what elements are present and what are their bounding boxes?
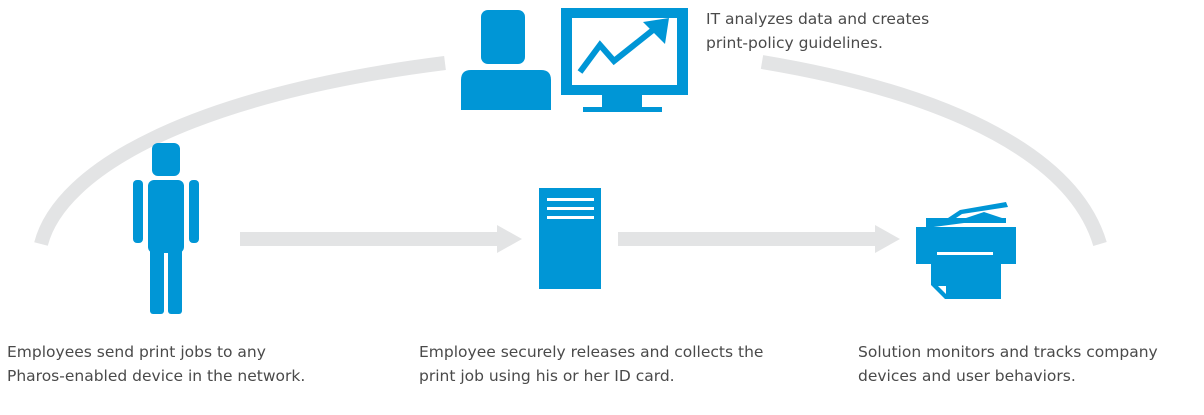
release-caption: Employee securely releases and collects … — [419, 343, 764, 385]
server-icon — [539, 188, 601, 289]
it-caption: IT analyzes data and creates print-polic… — [706, 10, 930, 52]
arrow-to-printer — [618, 225, 900, 253]
feedback-arc-right — [760, 55, 1107, 247]
person-icon — [133, 143, 199, 314]
send-caption: Employees send print jobs to any Pharos-… — [7, 343, 306, 385]
arrow-to-server — [240, 225, 522, 253]
printer-icon — [916, 202, 1016, 299]
monitor-chart-icon — [561, 8, 688, 112]
monitor-caption: Solution monitors and tracks company dev… — [858, 343, 1158, 385]
person-icon — [461, 10, 551, 110]
feedback-arc — [34, 56, 446, 246]
